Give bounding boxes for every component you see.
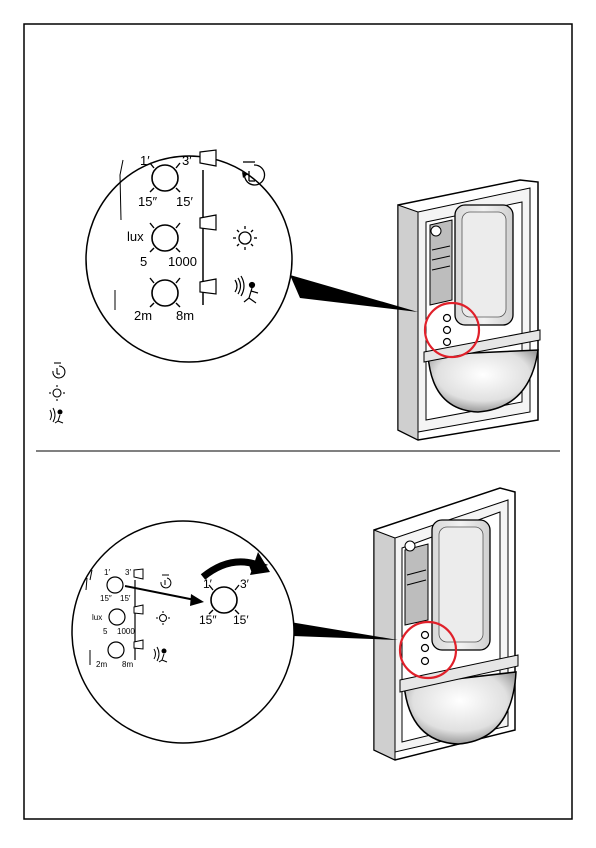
dial-label: 3′ <box>240 577 250 591</box>
dial-label: 1000 <box>117 627 135 636</box>
dial-label: 3′ <box>182 153 192 168</box>
dial-label: 1′ <box>104 568 110 577</box>
dial-label: lux <box>92 613 102 622</box>
dial-label: lux <box>127 229 144 244</box>
bottom-panel: 1′ 3′ 15″ 15′ lux 5 1000 2m 8m <box>72 488 518 760</box>
motion-range-icon <box>50 408 63 423</box>
dial-label: 5 <box>103 627 108 636</box>
dial-label: 8m <box>176 308 194 323</box>
dial-label: 15″ <box>199 613 217 627</box>
dial-label: 1′ <box>140 153 150 168</box>
dial-label: 15′ <box>120 594 131 603</box>
dial-label: 2m <box>134 308 152 323</box>
legend <box>49 363 65 423</box>
timer-icon <box>53 363 65 378</box>
dial-label: 15′ <box>176 194 193 209</box>
dial-label: 2m <box>96 660 107 669</box>
dial-label: 15′ <box>233 613 249 627</box>
dial-label: 5 <box>140 254 147 269</box>
dial-label: 8m <box>122 660 133 669</box>
sensor-device-top <box>398 180 540 440</box>
dial-label: 3′ <box>125 568 131 577</box>
sensor-device-bottom <box>374 488 518 760</box>
sun-icon <box>49 385 65 401</box>
dial-label: 1′ <box>203 577 213 591</box>
top-panel: 1′ 3′ 15″ 15′ lux 5 1000 2m 8m <box>49 150 540 440</box>
dial-label: 15″ <box>138 194 157 209</box>
dial-label: 1000 <box>168 254 197 269</box>
dial-label: 15″ <box>100 594 112 603</box>
